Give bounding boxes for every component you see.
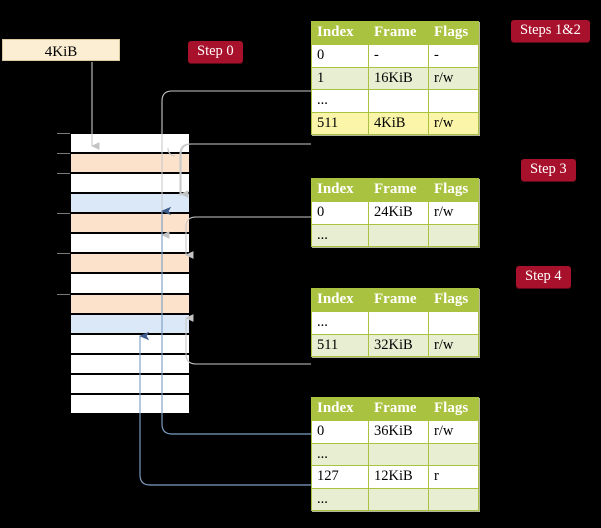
- cell-frame: [368, 442, 429, 466]
- memory-frame-7: [70, 273, 190, 294]
- table-row[interactable]: ...: [311, 223, 479, 247]
- cell-index: 1: [311, 66, 369, 90]
- virtual-address-label: 4KiB: [44, 44, 78, 60]
- column-header-frame: Frame: [368, 397, 429, 421]
- cell-flags: -: [428, 44, 479, 68]
- cell-index: ...: [311, 223, 369, 247]
- cell-index: 0: [311, 201, 369, 225]
- wire-table1-511-to-memory: [179, 143, 311, 196]
- frame-tick-8: [57, 293, 70, 295]
- cell-frame: [368, 311, 429, 335]
- table-row[interactable]: 0--: [311, 44, 479, 68]
- memory-frame-12: [70, 373, 190, 394]
- table-row[interactable]: ...: [311, 311, 479, 335]
- step-badge-step-4: Step 4: [516, 266, 571, 288]
- physical-memory-column: [57, 133, 190, 414]
- cell-frame: -: [368, 44, 429, 68]
- cell-index: 511: [311, 333, 369, 357]
- cell-index: ...: [311, 487, 369, 511]
- cell-frame: 4KiB: [368, 111, 429, 135]
- cell-flags: [428, 487, 479, 511]
- memory-frame-10: [70, 333, 190, 354]
- wire-arrow-into-frame4: [180, 143, 311, 198]
- cell-frame: 12KiB: [368, 465, 429, 489]
- cell-flags: r/w: [428, 333, 479, 357]
- cell-index: 0: [311, 420, 369, 444]
- cell-frame: [368, 223, 429, 247]
- column-header-index: Index: [311, 397, 369, 421]
- cell-frame: 36KiB: [368, 420, 429, 444]
- frame-tick-0: [57, 133, 70, 134]
- cell-flags: [428, 223, 479, 247]
- cell-index: ...: [311, 442, 369, 466]
- cell-index: 511: [311, 111, 369, 135]
- cell-frame: 24KiB: [368, 201, 429, 225]
- cell-frame: [368, 487, 429, 511]
- step-badge-step-0: Step 0: [188, 41, 243, 63]
- memory-frame-13: [70, 393, 190, 414]
- column-header-frame: Frame: [368, 288, 429, 312]
- cell-flags: r: [428, 465, 479, 489]
- memory-frame-5: [70, 233, 190, 254]
- frame-tick-1: [57, 153, 70, 155]
- memory-frame-1: [70, 153, 190, 174]
- wire-table2-row0-to-frame6: [185, 216, 311, 259]
- cell-flags: [428, 89, 479, 113]
- column-header-index: Index: [311, 178, 369, 202]
- column-header-index: Index: [311, 21, 369, 45]
- column-header-frame: Frame: [368, 178, 429, 202]
- cell-index: ...: [311, 311, 369, 335]
- frame-tick-4: [57, 213, 70, 215]
- column-header-flags: Flags: [428, 178, 479, 202]
- cell-flags: r/w: [428, 201, 479, 225]
- table-row[interactable]: ...: [311, 89, 479, 113]
- memory-frame-2: [70, 173, 190, 194]
- cell-frame: [368, 89, 429, 113]
- cell-flags: r/w: [428, 111, 479, 135]
- cell-flags: r/w: [428, 66, 479, 90]
- cell-index: ...: [311, 89, 369, 113]
- cell-flags: r/w: [428, 420, 479, 444]
- memory-frame-8: [70, 293, 190, 314]
- wire-table3-511-to-frame8: [185, 314, 311, 365]
- step-badge-steps-1-2: Steps 1&2: [511, 20, 590, 42]
- column-header-flags: Flags: [428, 21, 479, 45]
- table-row[interactable]: ...: [311, 487, 479, 511]
- step-badge-step-3: Step 3: [521, 159, 576, 181]
- memory-frame-4: [70, 213, 190, 234]
- column-header-frame: Frame: [368, 21, 429, 45]
- virtual-address-box: 4KiB: [2, 39, 120, 61]
- table-row[interactable]: ...: [311, 442, 479, 466]
- memory-frame-6: [70, 253, 190, 274]
- memory-frame-0: [70, 133, 190, 154]
- cell-flags: [428, 311, 479, 335]
- cell-index: 0: [311, 44, 369, 68]
- cell-index: 127: [311, 465, 369, 489]
- memory-frame-3: [70, 193, 190, 214]
- column-header-flags: Flags: [428, 288, 479, 312]
- cell-flags: [428, 442, 479, 466]
- column-header-index: Index: [311, 288, 369, 312]
- memory-frame-11: [70, 353, 190, 374]
- memory-frame-9: [70, 313, 190, 334]
- frame-tick-2: [57, 173, 70, 175]
- frame-tick-6: [57, 253, 70, 255]
- cell-frame: 16KiB: [368, 66, 429, 90]
- cell-frame: 32KiB: [368, 333, 429, 357]
- column-header-flags: Flags: [428, 397, 479, 421]
